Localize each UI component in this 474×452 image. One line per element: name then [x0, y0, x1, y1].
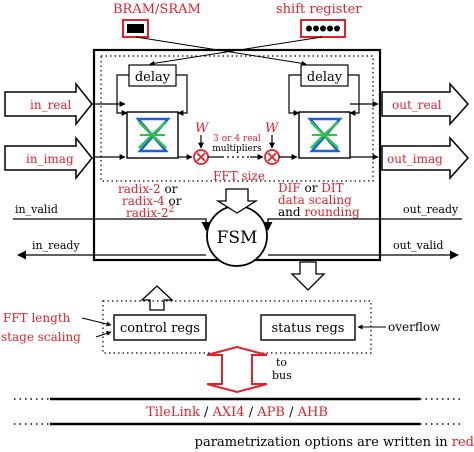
svg-text:delay: delay	[307, 70, 343, 85]
twiddle-multiplier-right	[264, 149, 280, 165]
bus-protocol-0: TileLink	[146, 405, 200, 420]
status-regs: status regs	[260, 314, 356, 341]
svg-text:BRAM/SRAM: BRAM/SRAM	[113, 2, 201, 17]
svg-text:data scaling: data scaling	[278, 193, 352, 207]
svg-text:FSM: FSM	[217, 228, 258, 248]
delay-right: delay	[300, 64, 349, 87]
svg-text:control regs: control regs	[120, 321, 200, 336]
out-valid-label: out_valid	[393, 239, 443, 252]
bus-arrow: to bus	[206, 345, 292, 394]
svg-text:status regs: status regs	[272, 321, 345, 336]
bus-lines	[14, 397, 460, 426]
output-arrows	[381, 82, 470, 180]
in-valid-label: in_valid	[15, 203, 58, 216]
fft-length-label: FFT length	[3, 311, 71, 325]
svg-text:bus: bus	[272, 369, 292, 382]
bus-protocol-sep-2: /	[285, 405, 298, 420]
delay-left: delay	[128, 64, 177, 87]
svg-text:shift register: shift register	[276, 2, 362, 17]
multipliers-label-2: multipliers	[212, 144, 262, 154]
svg-text:radix-22: radix-22	[126, 205, 174, 220]
overflow-label: overflow	[388, 320, 441, 334]
bus-protocol-sep-1: /	[245, 405, 258, 420]
butterfly-left	[126, 111, 179, 159]
svg-text:delay: delay	[135, 70, 171, 85]
scaling-options: DIF or DIT data scaling and rounding	[278, 181, 360, 219]
bram-sram-block: BRAM/SRAM	[113, 2, 201, 38]
multipliers-label: 3 or 4 real	[213, 134, 261, 144]
input-arrows	[4, 81, 93, 181]
fsm-block: FSM	[206, 188, 268, 267]
bus-protocol-sep-0: /	[200, 405, 213, 420]
bus-protocols: TileLink / AXI4 / APB / AHB	[146, 405, 328, 420]
twiddle-label-right: W	[265, 121, 280, 136]
legend-note: parametrization options are written in r…	[195, 435, 474, 450]
out-imag-label: out_imag	[387, 152, 443, 166]
bus-protocol-1: AXI4	[212, 405, 245, 420]
handshake-lines	[13, 200, 462, 260]
register-arrows	[140, 261, 326, 311]
out-ready-label: out_ready	[403, 203, 459, 216]
radix-options: radix-2 or radix-4 or radix-22	[118, 182, 182, 220]
control-regs: control regs	[113, 314, 207, 341]
out-real-label: out_real	[392, 98, 442, 112]
bus-protocol-3: AHB	[297, 405, 328, 420]
svg-text:DIF or DIT: DIF or DIT	[278, 181, 344, 195]
fft-size-label: FFT size	[213, 169, 265, 183]
register-pointers	[81, 317, 386, 338]
stage-scaling-label: stage scaling	[1, 330, 81, 344]
in-imag-label: in_imag	[26, 152, 74, 166]
butterfly-right	[298, 111, 351, 159]
svg-text:and rounding: and rounding	[278, 205, 360, 219]
bus-protocol-2: APB	[256, 405, 285, 420]
in-ready-label: in_ready	[32, 239, 80, 252]
svg-text:radix-4 or: radix-4 or	[122, 194, 182, 208]
datapath-lines	[94, 101, 379, 160]
datapath-dotted-region	[100, 55, 374, 182]
delay-loops	[116, 74, 360, 116]
in-real-label: in_real	[30, 98, 72, 112]
svg-text:radix-2 or: radix-2 or	[118, 182, 178, 196]
shift-register-block: shift register	[276, 2, 362, 38]
twiddle-label-left: W	[195, 121, 210, 136]
svg-text:to: to	[276, 356, 287, 369]
twiddle-multiplier-left	[193, 149, 209, 165]
